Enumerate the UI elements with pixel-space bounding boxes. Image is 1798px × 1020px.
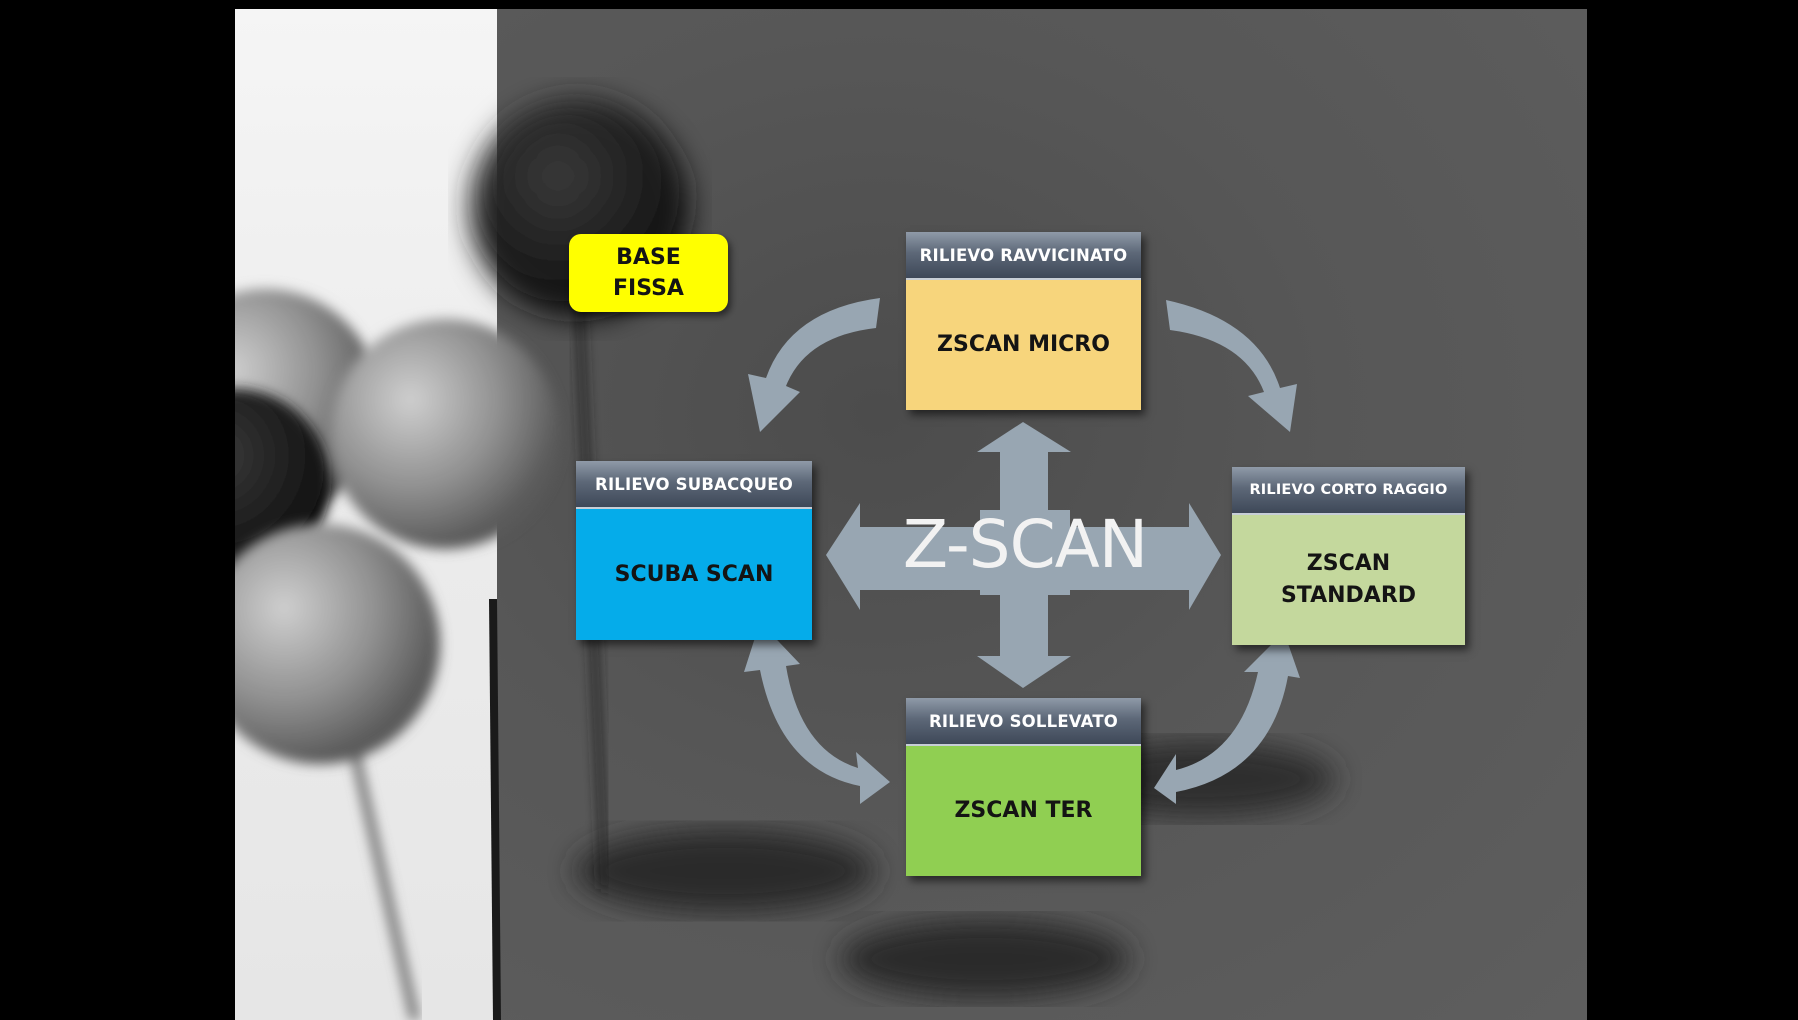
base-fissa-badge: BASE FISSA xyxy=(569,234,728,312)
curve-arrow-bottom-right xyxy=(1154,632,1300,804)
curve-arrow-top-right xyxy=(1166,300,1297,432)
node-zscan-ter: RILIEVO SOLLEVATO ZSCAN TER xyxy=(906,698,1141,876)
node-header: RILIEVO SOLLEVATO xyxy=(906,698,1141,746)
node-label: SCUBA SCAN xyxy=(576,509,812,640)
curve-arrow-bottom-left xyxy=(744,622,890,804)
node-zscan-micro: RILIEVO RAVVICINATO ZSCAN MICRO xyxy=(906,232,1141,410)
node-label: ZSCAN TER xyxy=(906,746,1141,876)
node-header: RILIEVO SUBACQUEO xyxy=(576,461,812,509)
node-scuba-scan: RILIEVO SUBACQUEO SCUBA SCAN xyxy=(576,461,812,640)
node-label: ZSCAN STANDARD xyxy=(1232,515,1465,645)
node-zscan-standard: RILIEVO CORTO RAGGIO ZSCAN STANDARD xyxy=(1232,467,1465,645)
node-header: RILIEVO CORTO RAGGIO xyxy=(1232,467,1465,515)
cross-arrow-left xyxy=(826,503,1000,610)
cross-arrow-down xyxy=(977,590,1071,688)
cross-arrow-up xyxy=(977,422,1071,520)
curve-arrow-top-left xyxy=(748,298,880,432)
cross-arrow-right xyxy=(1048,503,1221,610)
node-header: RILIEVO RAVVICINATO xyxy=(906,232,1141,280)
node-label: ZSCAN MICRO xyxy=(906,280,1141,410)
center-title: Z-SCAN xyxy=(902,506,1148,583)
